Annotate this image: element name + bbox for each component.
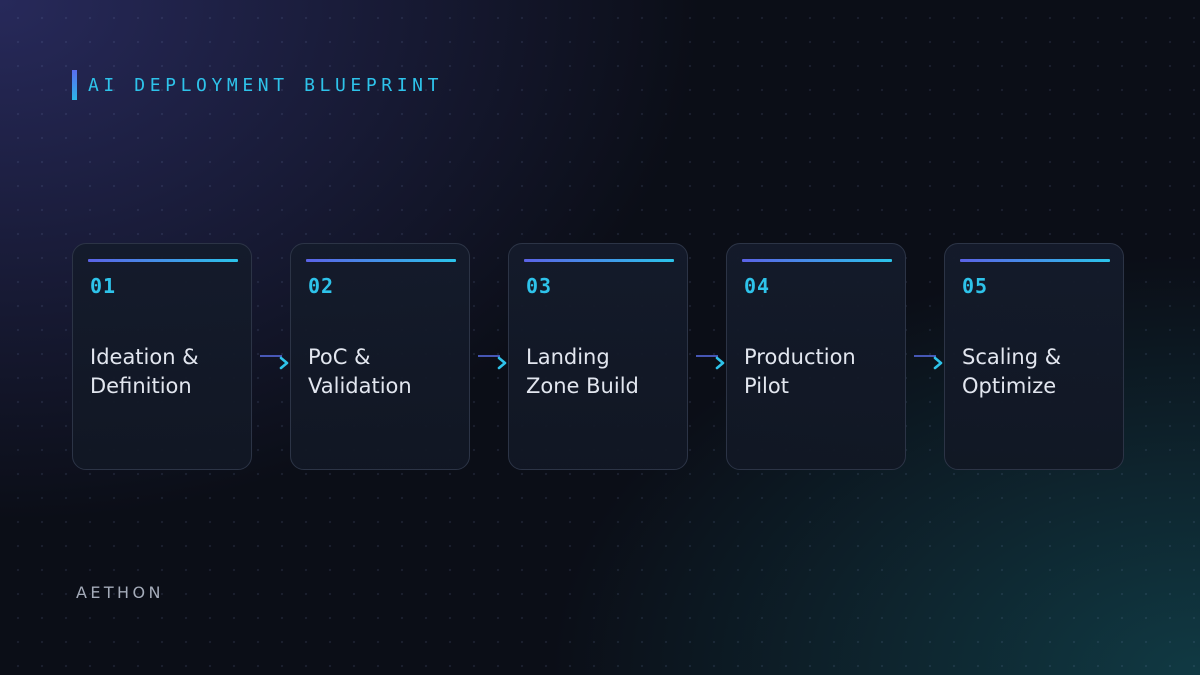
step-card-1: 01 Ideation & Definition — [72, 243, 252, 470]
step-accent-line — [960, 259, 1110, 262]
step-accent-line — [742, 259, 892, 262]
step-number: 05 — [962, 274, 989, 298]
arrow-right-icon — [696, 355, 725, 370]
step-accent-line — [88, 259, 238, 262]
step-card-5: 05 Scaling & Optimize — [944, 243, 1124, 470]
slide-header: AI DEPLOYMENT BLUEPRINT — [72, 70, 443, 100]
arrow-right-icon — [914, 355, 943, 370]
step-accent-line — [524, 259, 674, 262]
arrow-right-icon — [260, 355, 289, 370]
step-title: Production Pilot — [744, 345, 856, 398]
step-card-3: 03 Landing Zone Build — [508, 243, 688, 470]
step-title: Ideation & Definition — [90, 345, 199, 398]
step-accent-line — [306, 259, 456, 262]
step-number: 02 — [308, 274, 335, 298]
step-title: Landing Zone Build — [526, 345, 639, 398]
step-number: 03 — [526, 274, 553, 298]
brand-logo: AETHON — [76, 583, 164, 602]
step-number: 01 — [90, 274, 117, 298]
slide-title: AI DEPLOYMENT BLUEPRINT — [88, 74, 444, 96]
step-title: Scaling & Optimize — [962, 345, 1062, 398]
arrow-right-icon — [478, 355, 507, 370]
header-accent-bar — [72, 70, 77, 100]
step-number: 04 — [744, 274, 771, 298]
step-card-4: 04 Production Pilot — [726, 243, 906, 470]
step-card-2: 02 PoC & Validation — [290, 243, 470, 470]
step-title: PoC & Validation — [308, 345, 412, 398]
